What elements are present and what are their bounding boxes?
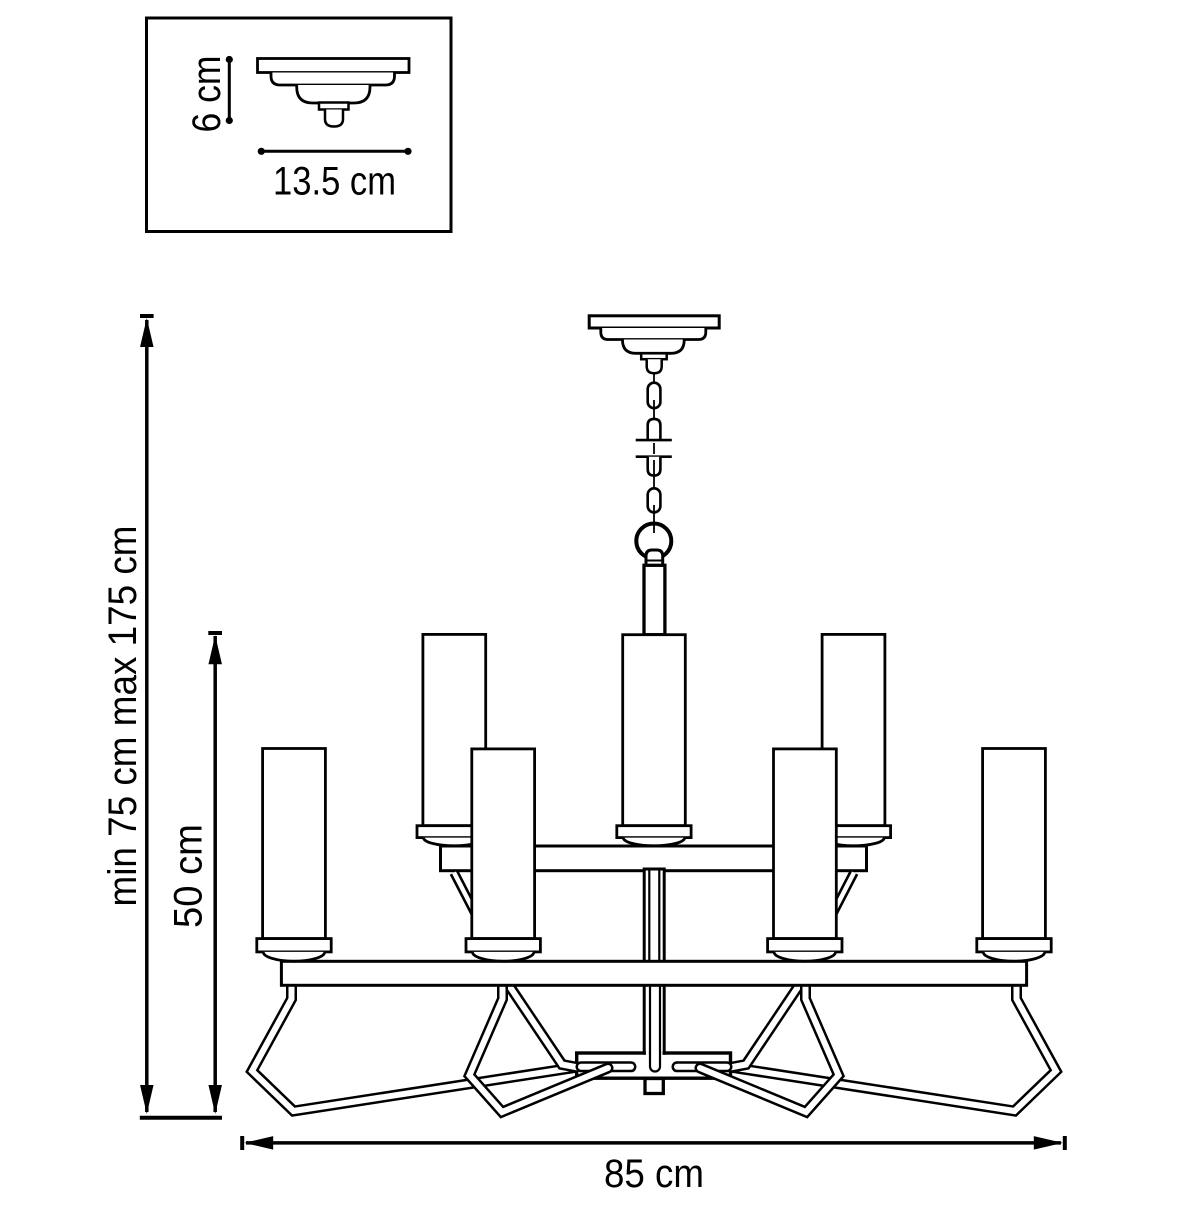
svg-text:50 cm: 50 cm	[167, 824, 211, 928]
svg-text:6 cm: 6 cm	[185, 56, 229, 133]
svg-text:85 cm: 85 cm	[604, 1152, 704, 1196]
svg-text:13.5 cm: 13.5 cm	[273, 160, 396, 204]
svg-text:min 75 cm max 175 cm: min 75 cm max 175 cm	[101, 526, 145, 907]
